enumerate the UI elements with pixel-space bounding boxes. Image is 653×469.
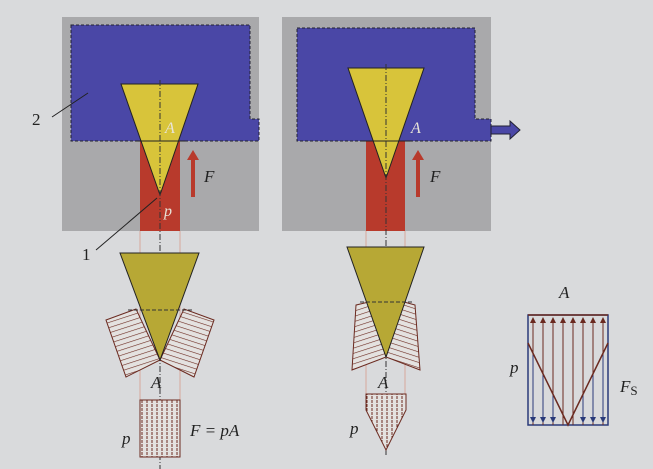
spring-force-arrows: [530, 355, 606, 423]
bottom-middle-pressure-distribution: A p: [346, 246, 425, 452]
force-arrow-head: [187, 150, 199, 160]
pressure-label: p: [349, 419, 359, 438]
outflow-arrow: [490, 119, 521, 141]
pressure-block: [139, 399, 181, 458]
force-label: F: [203, 167, 215, 186]
pressure-label: p: [163, 203, 172, 220]
area-label: A: [410, 120, 421, 137]
label-1: 1: [82, 245, 91, 264]
bottom-left-pressure-distribution: A p F = pA: [105, 252, 240, 458]
area-label: A: [150, 373, 162, 392]
leader-line-1: [95, 197, 158, 251]
spring-force-label: FS: [619, 377, 638, 398]
cone: [119, 252, 200, 362]
area-label: A: [164, 120, 175, 137]
force-label: F: [429, 167, 441, 186]
pressure-block: [365, 393, 407, 452]
middle-view: A F: [282, 17, 521, 455]
area-label: A: [377, 373, 389, 392]
pressure-label: p: [121, 429, 131, 448]
area-label: A: [558, 283, 570, 302]
force-equation: F = pA: [189, 421, 240, 440]
frame: [527, 314, 609, 426]
pressure-label: p: [509, 358, 519, 377]
chamber: [70, 24, 260, 142]
label-2: 2: [32, 110, 41, 129]
leader-line-2: [51, 92, 89, 118]
force-symbol: F: [619, 377, 631, 396]
force-arrow-head: [412, 150, 424, 160]
left-view: A F p 2 1: [32, 17, 260, 469]
v-profile: [527, 342, 609, 427]
force-balance-diagram: A p FS: [509, 283, 638, 427]
force-subscript: S: [630, 383, 637, 398]
